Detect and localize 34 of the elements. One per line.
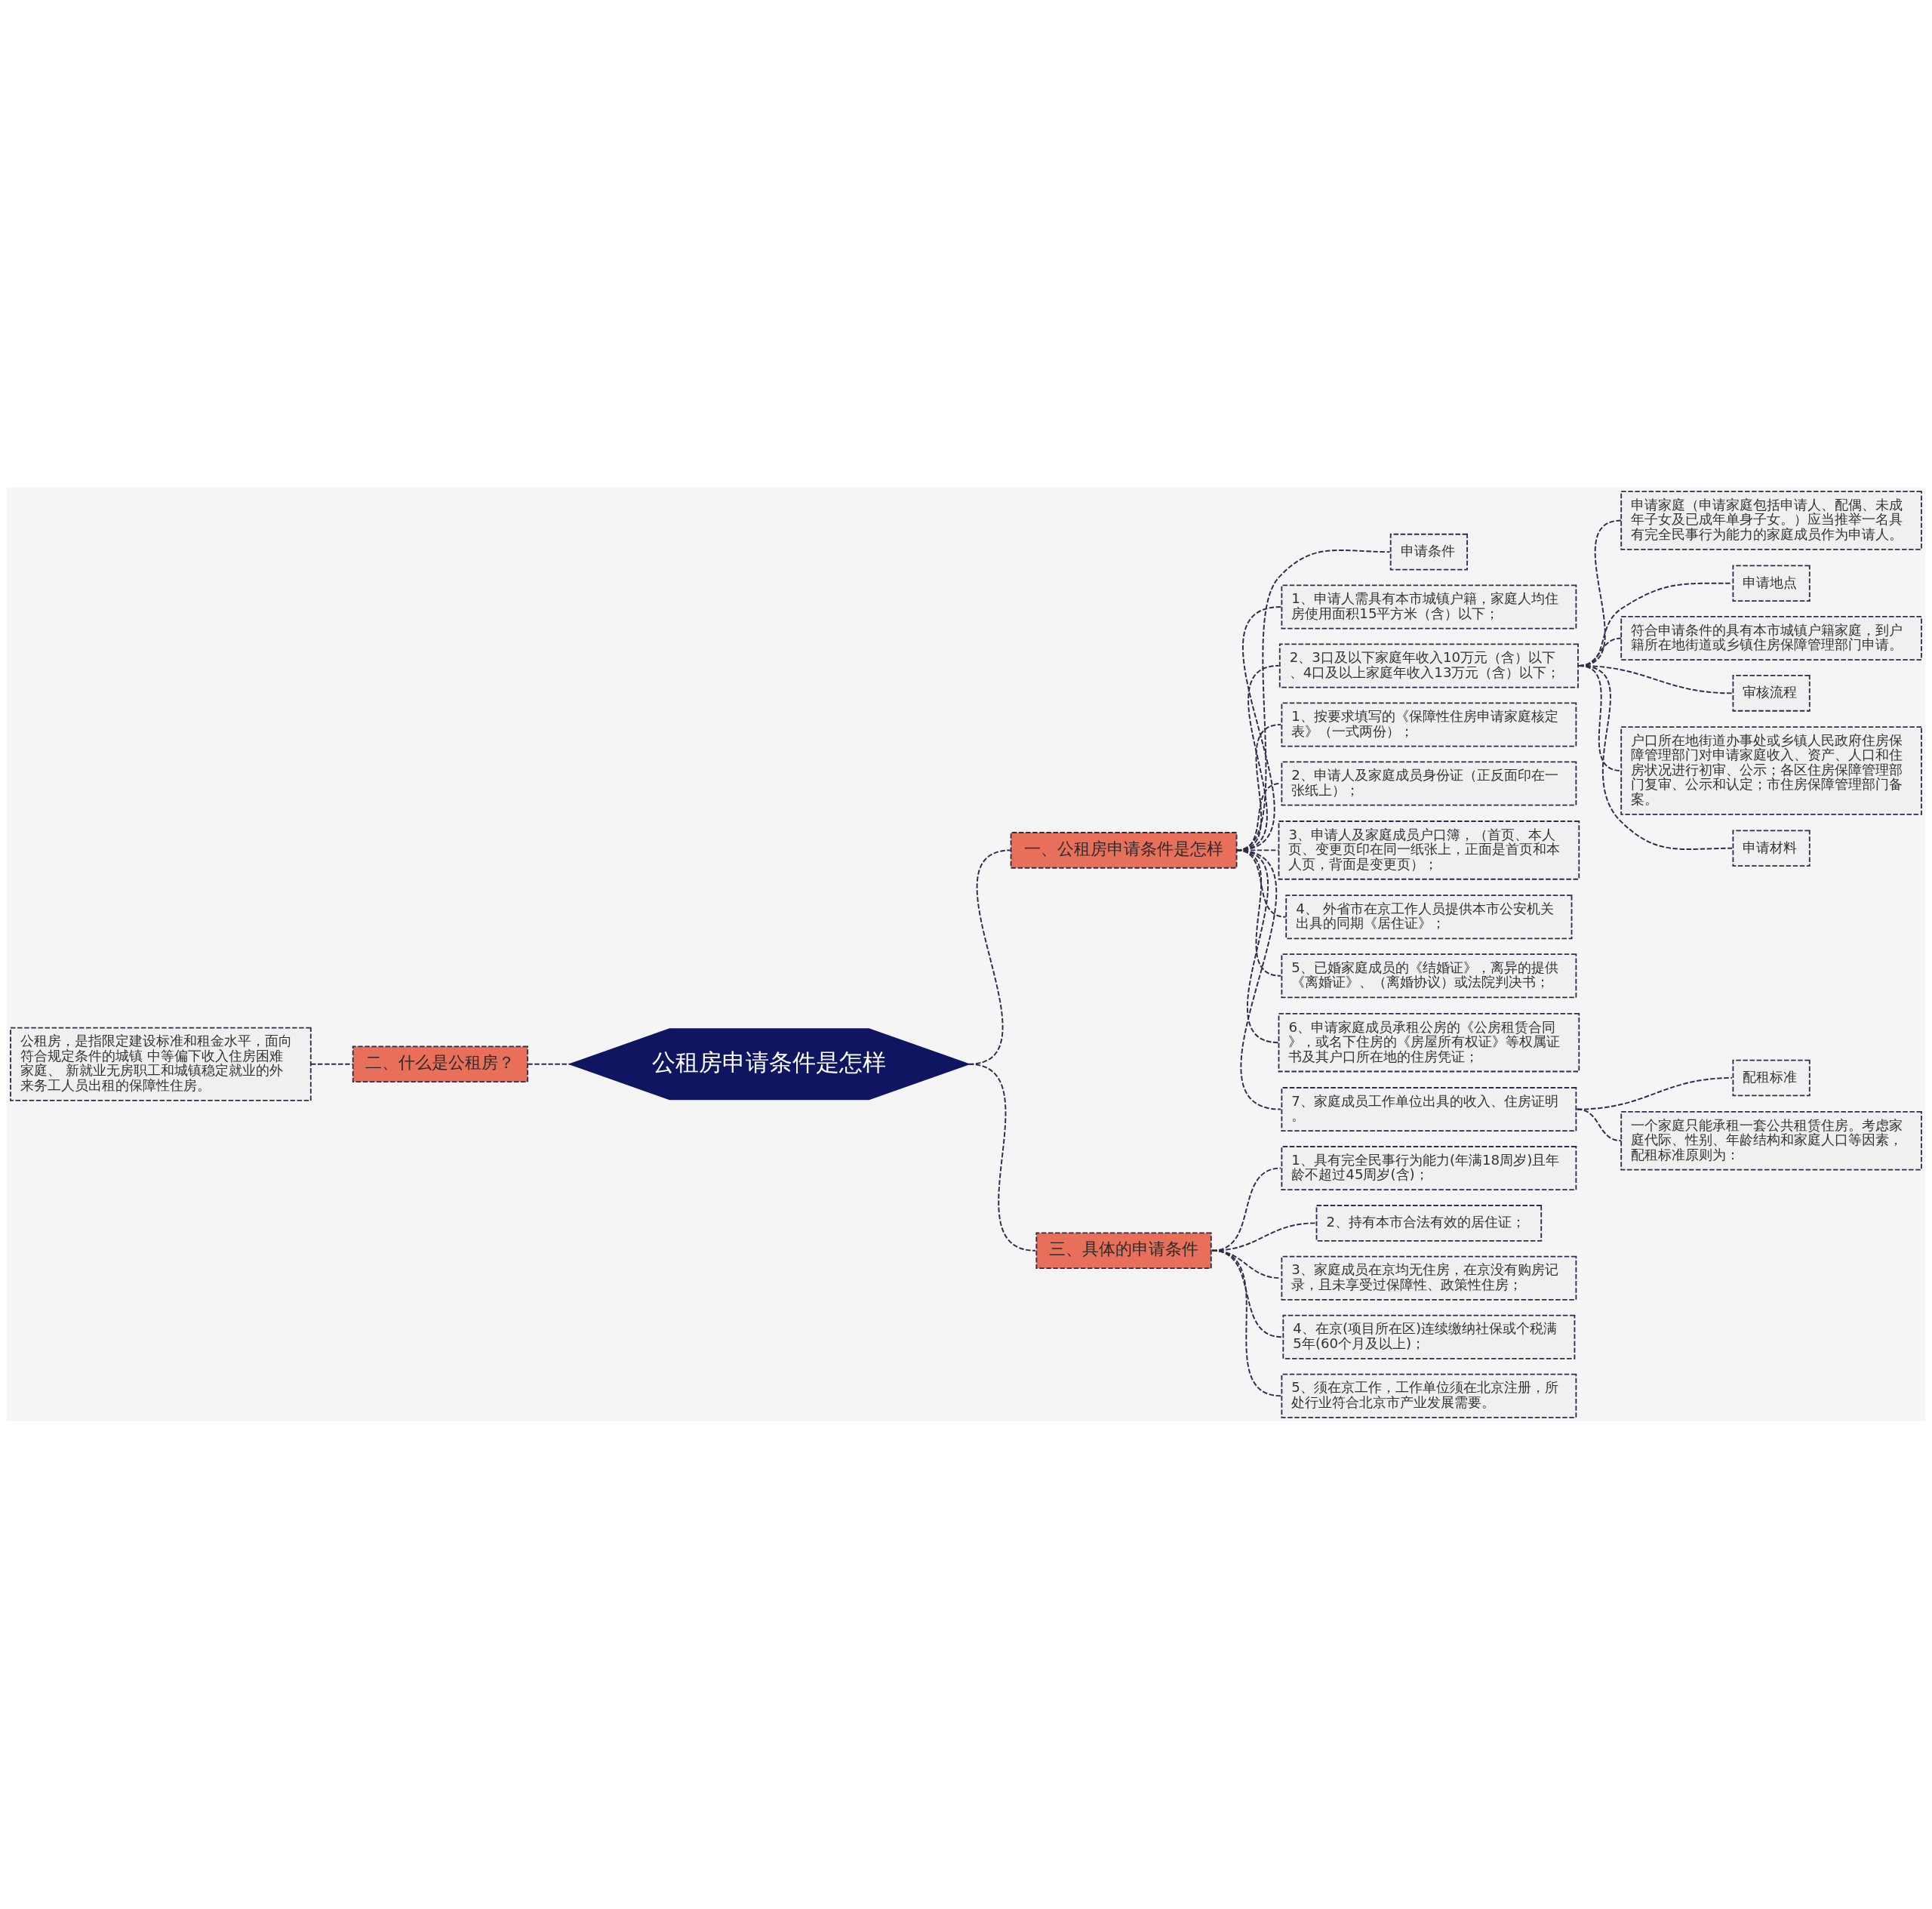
node-box: 1、按要求填写的《保障性住房申请家庭核定表》（一式两份）；	[1281, 702, 1577, 747]
connector	[1576, 1108, 1623, 1142]
node-box: 3、家庭成员在京均无住房，在京没有购房记录，且未享受过保障性、政策性住房；	[1281, 1255, 1577, 1301]
node-box: 5、已婚家庭成员的《结婚证》，离异的提供《离婚证》、（离婚协议）或法院判决书；	[1281, 953, 1577, 999]
node-box: 2、申请人及家庭成员身份证（正反面印在一张纸上）；	[1281, 761, 1577, 806]
node-box: 配租标准	[1732, 1059, 1810, 1097]
node-box: 6、申请家庭成员承租公房的《公房租赁合同》，或名下住房的《房屋所有权证》等权属证书及其户口所在地的住房凭证；	[1278, 1012, 1580, 1073]
connector	[968, 1063, 1037, 1252]
node-box: 审核流程	[1732, 675, 1810, 712]
node-box: 2、3口及以下家庭年收入10万元（含）以下、4口及以上家庭年收入13万元（含）以下；	[1278, 643, 1579, 688]
node-box: 5、须在京工作，工作单位须在北京注册，所处行业符合北京市产业发展需要。	[1281, 1373, 1577, 1418]
node-box: 符合申请条件的具有本市城镇户籍家庭，到户籍所在地街道或乡镇住房保障管理部门申请。	[1620, 616, 1922, 661]
node-box: 公租房，是指限定建设标准和租金水平，面向符合规定条件的城镇 中等偏下收入住房困难家庭、 新就业无房职工和城镇稳定就业的外来务工人员出租的保障性住房。	[10, 1027, 312, 1101]
node-box: 一、公租房申请条件是怎样	[1010, 832, 1238, 869]
node-box: 4、在京(项目所在区)连续缴纳社保或个税满5年(60个月及以上)；	[1282, 1314, 1576, 1359]
node-box: 申请材料	[1732, 830, 1810, 867]
node-box: 三、具体的申请条件	[1035, 1232, 1212, 1270]
node-box: 2、持有本市合法有效的居住证；	[1315, 1205, 1543, 1242]
node-box: 二、什么是公租房？	[352, 1045, 529, 1083]
node-box: 1、具有完全民事行为能力(年满18周岁)且年龄不超过45周岁(含)；	[1281, 1146, 1577, 1191]
connector	[1211, 1249, 1282, 1397]
node-box: 一个家庭只能承租一套公共租赁住房。考虑家庭代际、性别、年龄结构和家庭人口等因素，配租标准原则为：	[1620, 1110, 1922, 1171]
node-box: 申请地点	[1732, 565, 1810, 602]
connector	[527, 1063, 571, 1065]
connector	[1578, 665, 1734, 851]
node-box: 4、 外省市在京工作人员提供本市公安机关出具的同期《居住证》；	[1285, 894, 1573, 940]
node-box: 7、家庭成员工作单位出具的收入、住房证明。	[1281, 1087, 1577, 1132]
connector	[1235, 849, 1282, 1110]
connector	[309, 1063, 354, 1065]
node-box: 1、申请人需具有本市城镇户籍，家庭人均住房使用面积15平方米（含）以下；	[1281, 584, 1577, 630]
node-box: 申请家庭（申请家庭包括申请人、配偶、未成年子女及已成年单身子女。）应当推举一名具有完全民事行为能力的家庭成员作为申请人。	[1620, 491, 1922, 550]
node-box: 户口所在地街道办事处或乡镇人民政府住房保障管理部门对申请家庭收入、资产、人口和住房状况进行初审、公示；各区住房保障管理部门复审、公示和认定；市住房保障管理部门备案。	[1620, 726, 1922, 815]
node-box: 3、申请人及家庭成员户口簿，（首页、本人页、变更页印在同一纸张上，正面是首页和本人页，背面是变更页）；	[1278, 821, 1580, 880]
node-box: 申请条件	[1389, 533, 1468, 571]
